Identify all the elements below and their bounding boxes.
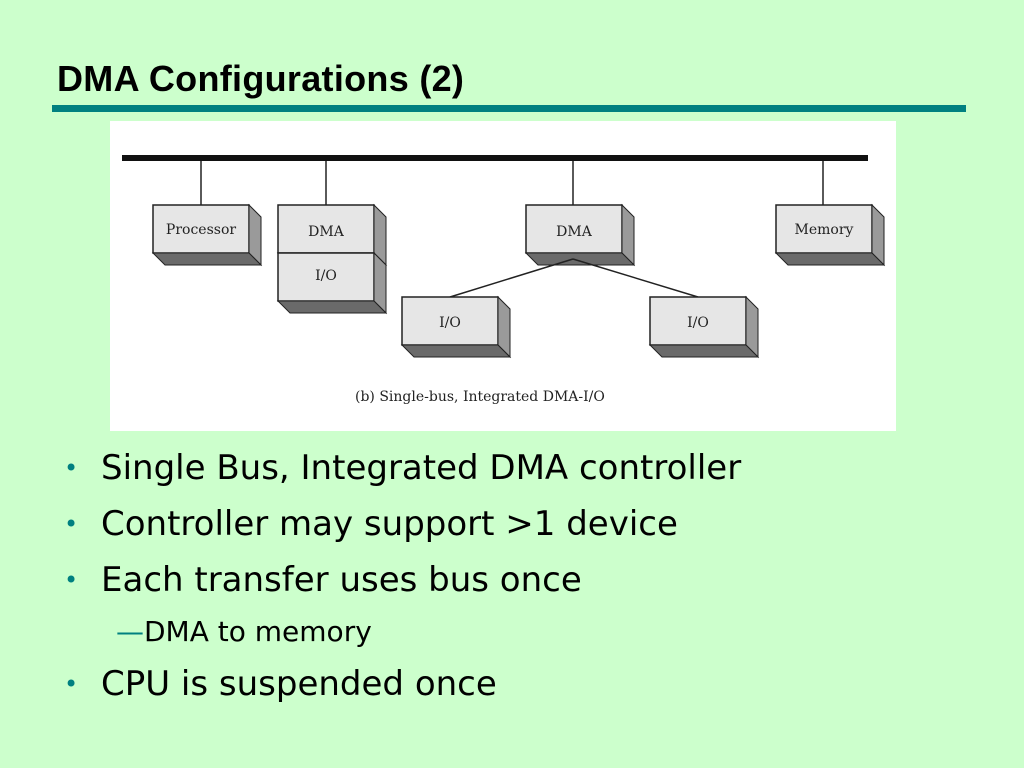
bullet-icon: •	[64, 670, 79, 698]
dma-to-io-left-line	[449, 258, 574, 298]
bullet-icon: •	[64, 566, 79, 594]
memory-box: Memory	[775, 204, 885, 266]
figure-caption: (b) Single-bus, Integrated DMA-I/O	[355, 389, 605, 405]
processor-box: Processor	[152, 204, 262, 266]
bullet-text: CPU is suspended once	[101, 664, 497, 704]
io-bottom-left-box: I/O	[401, 296, 511, 358]
dma-to-io-right-line	[572, 258, 699, 298]
io-bottom-right-box: I/O	[649, 296, 759, 358]
bullet-item: • Single Bus, Integrated DMA controller	[64, 440, 964, 496]
io-bottom-right-label: I/O	[687, 315, 709, 331]
bullet-icon: •	[64, 510, 79, 538]
bullet-item: • Each transfer uses bus once	[64, 552, 964, 608]
dma-left-label: DMA	[308, 224, 345, 240]
bullet-item: • Controller may support >1 device	[64, 496, 964, 552]
processor-label: Processor	[166, 222, 236, 238]
bullet-icon: •	[64, 454, 79, 482]
io-left-box: I/O	[277, 252, 387, 314]
dma-center-box: DMA	[525, 204, 635, 266]
system-bus	[122, 155, 868, 161]
dma-left-box: DMA	[277, 204, 387, 266]
dash-icon: —	[116, 615, 144, 648]
sub-bullet-item: —DMA to memory	[64, 608, 964, 656]
bullet-text: Single Bus, Integrated DMA controller	[101, 448, 742, 488]
dma-center-label: DMA	[556, 224, 593, 240]
bullet-item: • CPU is suspended once	[64, 656, 964, 712]
memory-label: Memory	[795, 222, 854, 238]
diagram-figure: Processor DMA I/O DMA Memory I/O	[110, 121, 896, 431]
io-bottom-left-label: I/O	[439, 315, 461, 331]
slide-title: DMA Configurations (2)	[57, 58, 465, 99]
title-underline	[52, 105, 966, 112]
bullet-text: Controller may support >1 device	[101, 504, 678, 544]
io-left-label: I/O	[315, 268, 337, 284]
bullet-text: Each transfer uses bus once	[101, 560, 582, 600]
sub-bullet-text: DMA to memory	[144, 615, 372, 648]
bullet-list: • Single Bus, Integrated DMA controller …	[64, 440, 964, 712]
dma-diagram: Processor DMA I/O DMA Memory I/O	[122, 155, 885, 405]
